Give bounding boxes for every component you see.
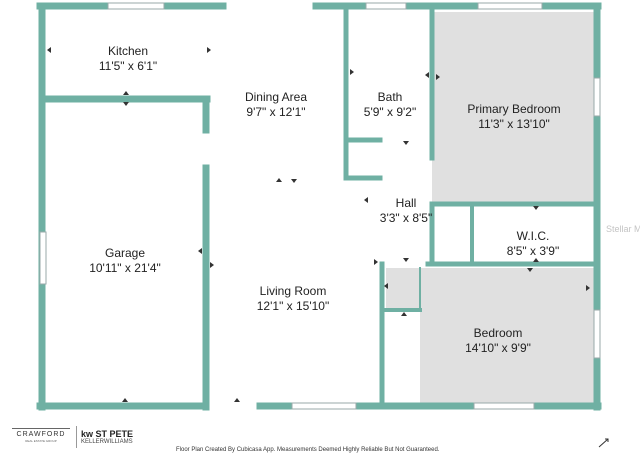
room-name: Dining Area [244, 90, 308, 104]
windows [39, 2, 601, 410]
room-name: Garage [104, 246, 146, 260]
room-label-kitchen: Kitchen 11'5" x 6'1" [78, 44, 178, 74]
room-name: Kitchen [107, 44, 149, 58]
room-name: Living Room [259, 284, 327, 298]
kw-subtitle: KELLERWILLIAMS [81, 439, 133, 445]
room-dimensions: 12'1" x 15'10" [256, 299, 330, 313]
room-name: Bedroom [473, 326, 523, 340]
room-dimensions: 11'3" x 13'10" [478, 117, 550, 131]
room-name: Primary Bedroom [467, 102, 561, 116]
room-label-primary-bedroom: Primary Bedroom 11'3" x 13'10" [454, 102, 574, 132]
room-name: W.I.C. [516, 229, 550, 243]
room-name: Bath [377, 90, 403, 104]
room-label-wic: W.I.C. 8'5" x 3'9" [493, 229, 573, 259]
door-markers [47, 47, 590, 402]
room-label-living-room: Living Room 12'1" x 15'10" [243, 284, 343, 314]
room-dimensions: 9'7" x 12'1" [246, 105, 306, 119]
room-label-garage: Garage 10'11" x 21'4" [75, 246, 175, 276]
crawford-subtitle: REAL ESTATE GROUP [25, 439, 57, 443]
room-dimensions: 11'5" x 6'1" [98, 59, 158, 73]
room-label-bath: Bath 5'9" x 9'2" [350, 90, 430, 120]
kw-wordmark: kw ST PETE [81, 429, 134, 439]
room-label-dining-area: Dining Area 9'7" x 12'1" [226, 90, 326, 120]
kw-logo: kw ST PETE KELLERWILLIAMS [81, 429, 133, 445]
room-dimensions: 5'9" x 9'2" [363, 105, 417, 119]
logo-divider [76, 426, 77, 448]
closet-floor [386, 312, 420, 406]
room-dimensions: 10'11" x 21'4" [89, 261, 161, 275]
room-dimensions: 14'10" x 9'9" [465, 341, 531, 355]
watermark: Stellar MLS [606, 224, 640, 234]
room-label-bedroom: Bedroom 14'10" x 9'9" [448, 326, 548, 356]
north-arrow-icon [598, 438, 609, 448]
primary-bedroom-floor [432, 12, 595, 204]
crawford-logo: CRAWFORD REAL ESTATE GROUP [12, 428, 70, 443]
crawford-wordmark: CRAWFORD [16, 431, 66, 438]
room-dimensions: 3'3" x 8'5" [379, 211, 433, 225]
room-label-hall: Hall 3'3" x 8'5" [366, 196, 446, 226]
room-name: Hall [395, 196, 417, 210]
disclaimer-note: Floor Plan Created By Cubicasa App. Meas… [176, 447, 440, 453]
room-dimensions: 8'5" x 3'9" [506, 244, 560, 258]
